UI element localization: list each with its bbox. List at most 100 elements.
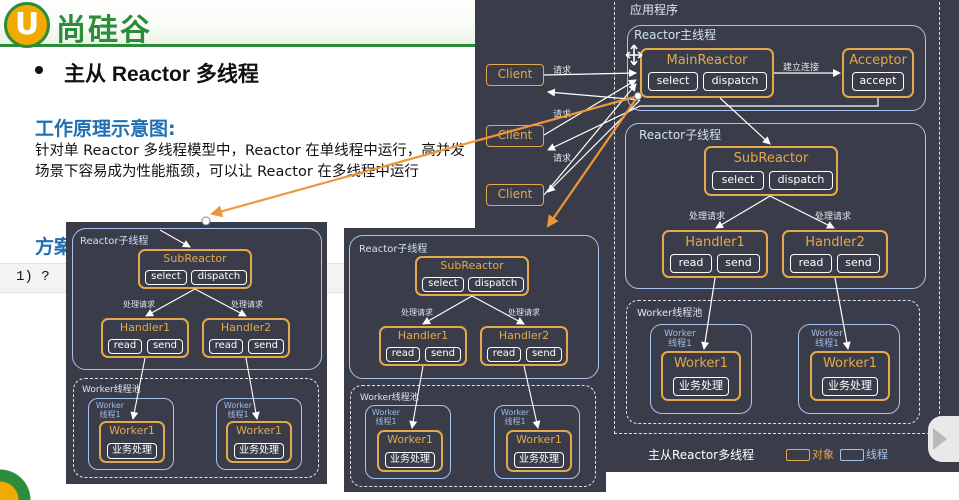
left-handler1-send-label: send [147, 339, 183, 354]
mid-sub-thread-label: Reactor子线程 [359, 244, 428, 255]
left-handle-label-2: 处理请求 [231, 300, 263, 309]
left-sub-select-label: select [145, 270, 187, 285]
brand-name: 尚硅谷 [56, 13, 152, 48]
handler2-read-label: read [790, 254, 832, 273]
mid-worker1-title-2: Worker1 [516, 433, 562, 446]
left-handler1-box: Handler1 read send [101, 318, 189, 358]
mid-worker-thread-label-1: Worker 线程1 [371, 408, 401, 426]
mid-handler1-read-label: read [386, 347, 420, 362]
left-handler2-title: Handler2 [220, 321, 272, 334]
left-worker1-box-1: Worker1 业务处理 [99, 421, 165, 463]
worker-thread-label-2: Worker 线程1 [811, 329, 843, 349]
handle-label-2: 处理请求 [815, 212, 852, 222]
mid-sub-reactor-thread [349, 235, 599, 379]
left-worker1-task-2: 业务处理 [234, 443, 284, 459]
handler2-title: Handler2 [805, 235, 865, 250]
mid-sub-dispatch-label: dispatch [468, 277, 524, 292]
worker1-task-label-1: 业务处理 [673, 377, 729, 396]
left-sub-reactor-box: SubReactor select dispatch [138, 249, 252, 289]
client-box-1: Client [486, 64, 544, 86]
app-label: 应用程序 [630, 3, 679, 17]
worker1-task-label-2: 业务处理 [822, 377, 878, 396]
accept-label: accept [852, 72, 904, 91]
diagram-caption: 主从Reactor多线程 [648, 448, 755, 462]
mid-worker1-task-2: 业务处理 [514, 452, 564, 468]
mid-worker1-box-1: Worker1 业务处理 [377, 430, 443, 472]
left-worker1-box-2: Worker1 业务处理 [226, 421, 292, 463]
request-label-1: 请求 [553, 66, 572, 76]
connect-label: 建立连接 [783, 63, 820, 73]
mid-worker1-title-1: Worker1 [387, 433, 433, 446]
left-worker1-title-2: Worker1 [236, 424, 282, 437]
brand-logo-icon: U [4, 2, 50, 48]
main-reactor-thread [627, 25, 926, 111]
worker-pool [626, 300, 920, 424]
left-handler1-read-label: read [108, 339, 142, 354]
left-sub-reactor-thread [72, 228, 322, 370]
mid-worker1-box-2: Worker1 业务处理 [506, 430, 572, 472]
description-text: 针对单 Reactor 多线程模型中，Reactor 在单线程中运行，高并发场景… [35, 143, 465, 180]
mid-handler2-read-label: read [487, 347, 521, 362]
left-sub-thread-label: Reactor子线程 [80, 236, 149, 247]
code-line: 1) ? [16, 269, 50, 285]
left-worker-thread-label-2: Worker 线程1 [223, 401, 253, 419]
legend-thread-label: 线程 [866, 448, 888, 461]
mid-handler1-box: Handler1 read send [379, 326, 467, 366]
worker-thread-2 [798, 324, 900, 414]
mid-sub-reactor-title: SubReactor [440, 259, 504, 272]
left-sub-reactor-title: SubReactor [163, 252, 227, 265]
bullet-icon [35, 66, 43, 74]
sub-reactor-title: SubReactor [733, 151, 809, 166]
main-reactor-title: MainReactor [666, 53, 748, 68]
mid-worker-thread-2 [494, 405, 580, 479]
handler1-read-label: read [670, 254, 712, 273]
handler1-title: Handler1 [685, 235, 745, 250]
left-handler2-read-label: read [209, 339, 243, 354]
handler2-box: Handler2 read send [782, 230, 888, 278]
mid-worker1-task-1: 业务处理 [385, 452, 435, 468]
worker1-title-2: Worker1 [822, 356, 878, 371]
slide-heading: 主从 Reactor 多线程 [64, 63, 259, 86]
left-handle-label-1: 处理请求 [123, 300, 155, 309]
mid-sub-select-label: select [422, 277, 464, 292]
handle-label-1: 处理请求 [689, 212, 726, 222]
legend-thread-swatch [840, 449, 864, 461]
legend-object-swatch [786, 449, 810, 461]
left-worker-thread-label-1: Worker 线程1 [95, 401, 125, 419]
left-worker1-title-1: Worker1 [109, 424, 155, 437]
worker-thread-label-1: Worker 线程1 [664, 329, 696, 349]
mid-sub-reactor-box: SubReactor select dispatch [415, 256, 529, 296]
mid-handler1-send-label: send [425, 347, 461, 362]
worker1-box-1: Worker1 业务处理 [661, 351, 741, 401]
handler1-box: Handler1 read send [662, 230, 768, 278]
sub-select-label: select [712, 171, 764, 190]
section-heading-2: 方案 [35, 236, 74, 258]
acceptor-box: Acceptor accept [842, 48, 914, 98]
section-heading: 工作原理示意图: [35, 118, 176, 140]
left-handler1-title: Handler1 [119, 321, 171, 334]
mid-handler2-send-label: send [526, 347, 562, 362]
mid-handler2-box: Handler2 read send [480, 326, 568, 366]
client-box-3: Client [486, 184, 544, 206]
left-worker1-task-1: 业务处理 [107, 443, 157, 459]
left-worker-pool-label: Worker线程池 [82, 385, 141, 395]
mid-worker-thread-1 [365, 405, 451, 479]
worker1-box-2: Worker1 业务处理 [810, 351, 890, 401]
worker-pool-label: Worker线程池 [637, 308, 703, 319]
sub-dispatch-label: dispatch [769, 171, 833, 190]
banner-stripe [0, 44, 480, 47]
next-slide-icon [933, 428, 947, 450]
worker1-title-1: Worker1 [673, 356, 729, 371]
app-frame [614, 0, 940, 434]
request-label-3: 请求 [553, 154, 572, 164]
request-label-2: 请求 [553, 110, 572, 120]
left-sub-dispatch-label: dispatch [191, 270, 247, 285]
handler2-send-label: send [837, 254, 880, 273]
sub-reactor-box: SubReactor select dispatch [704, 146, 838, 196]
main-select-label: select [648, 72, 698, 91]
legend-object-label: 对象 [812, 448, 834, 461]
main-reactor-box: MainReactor select dispatch [640, 48, 774, 98]
left-worker-thread-1 [88, 398, 174, 470]
corner-decoration [0, 440, 70, 500]
cursor-arrow-icon [625, 44, 643, 66]
